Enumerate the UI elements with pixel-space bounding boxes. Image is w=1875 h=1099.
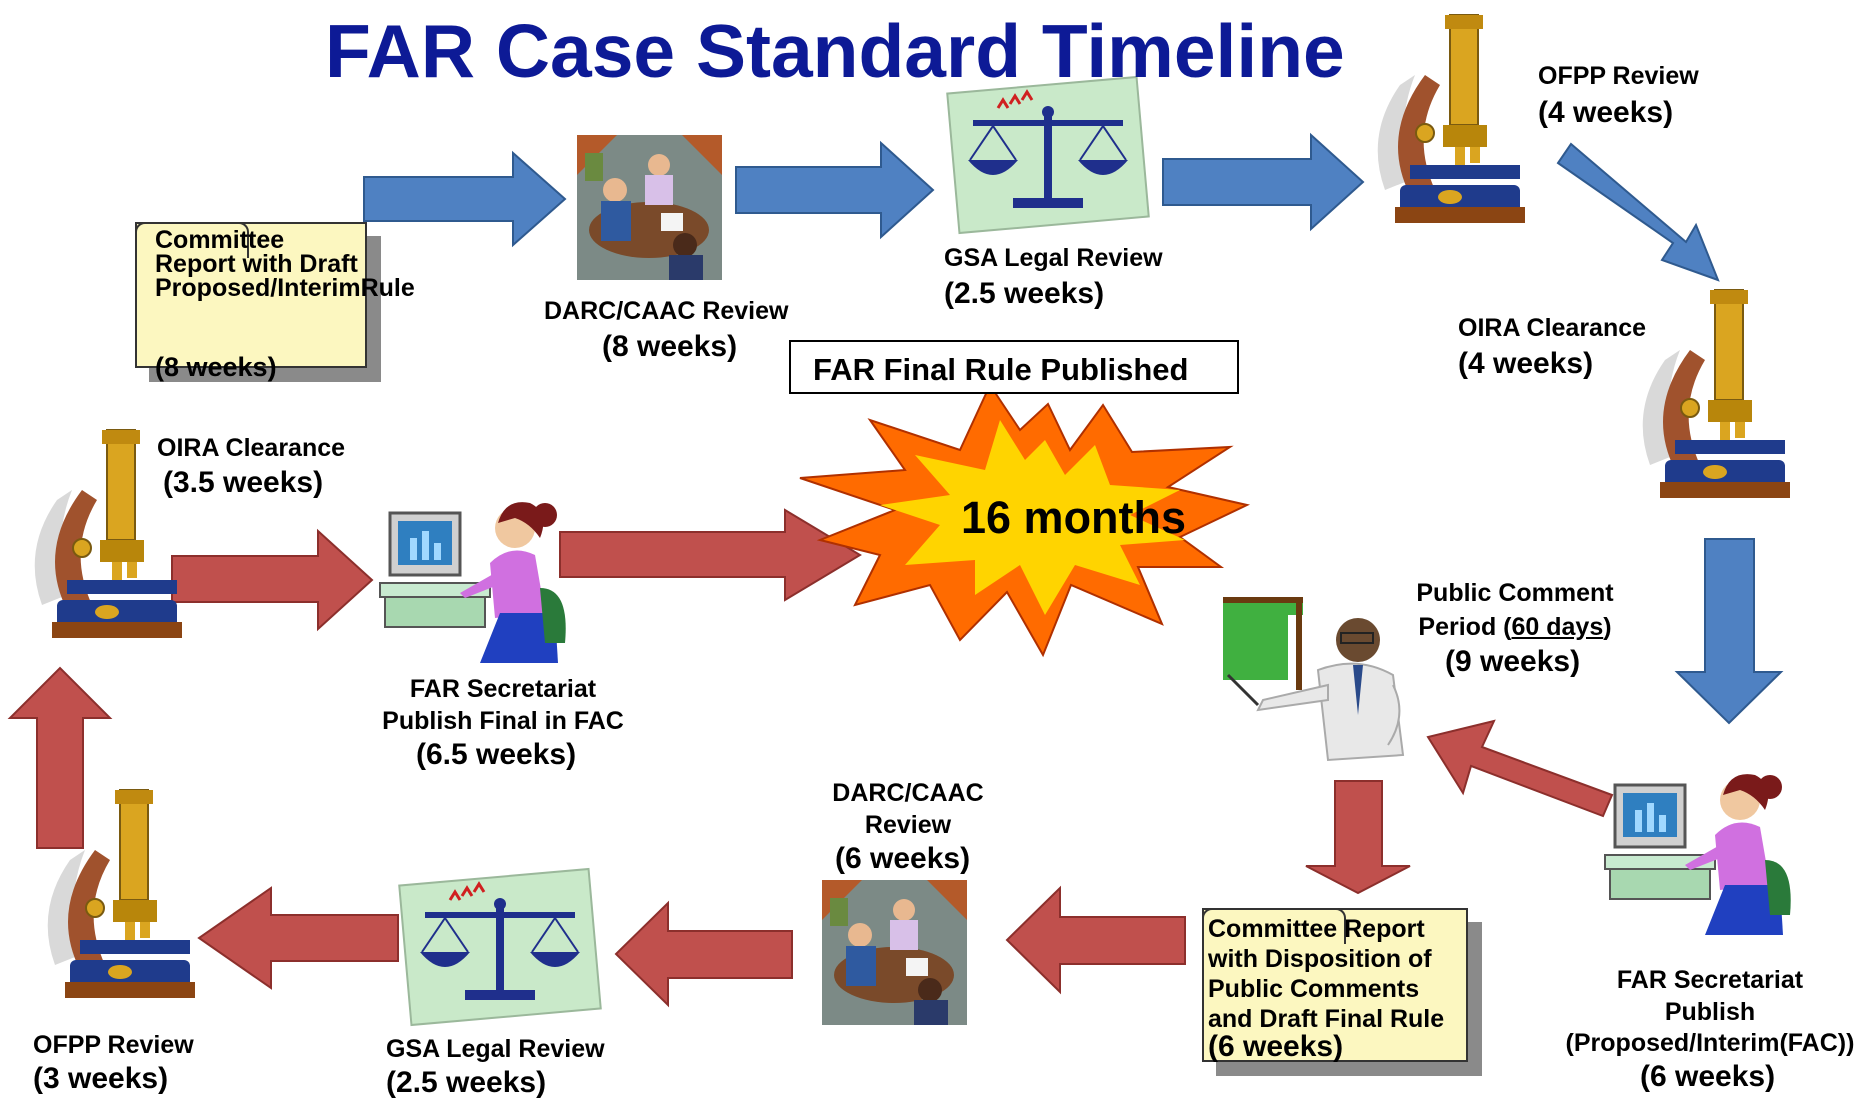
red-arrow-to-secretariat-left	[171, 528, 374, 632]
red-arrow-up-to-oira-left	[7, 666, 113, 849]
oira-left-duration: (3.5 weeks)	[163, 466, 324, 499]
period-text: Period (	[1418, 612, 1512, 641]
blue-arrow-2	[735, 140, 935, 240]
oira-right-label: OIRA Clearance	[1458, 314, 1647, 342]
secretariat-right-line-1: FAR Secretariat	[1616, 966, 1804, 994]
blue-arrow-1	[363, 150, 567, 248]
starburst-inner	[880, 420, 1185, 615]
red-arrow-to-public-comment	[1426, 719, 1614, 818]
secretariat-right-label: FAR Secretariat Publish (Proposed/Interi…	[1548, 966, 1872, 1058]
meeting-icon	[577, 135, 722, 280]
computer-user-icon	[378, 500, 568, 665]
microscope-icon	[1641, 289, 1791, 499]
darc-bottom-label: DARC/CAAC Review	[808, 779, 1008, 839]
note-duration: (8 weeks)	[155, 352, 277, 382]
secretariat-left-line-1: FAR Secretariat	[409, 675, 597, 703]
public-comment-label: Public Comment Period (60 days)	[1380, 579, 1650, 642]
red-arrow-down-from-public-comment	[1305, 780, 1411, 895]
ofpp-bottom-label: OFPP Review	[33, 1031, 194, 1059]
note-text: Committee Report with Disposition of Pub…	[1208, 915, 1445, 1033]
ofpp-top-label: OFPP Review	[1538, 62, 1699, 90]
oira-left-label: OIRA Clearance	[157, 434, 346, 462]
committee-report-note-bottom: Committee Report with Disposition of Pub…	[1202, 908, 1468, 1063]
gsa-top-duration: (2.5 weeks)	[944, 277, 1105, 310]
darc-top-label: DARC/CAAC Review	[544, 297, 789, 325]
scales-icon	[945, 75, 1151, 235]
microscope-icon	[1376, 14, 1526, 224]
computer-user-icon	[1603, 772, 1793, 937]
secretariat-right-line-3: (Proposed/Interim(FAC))	[1565, 1029, 1855, 1057]
scales-icon	[397, 867, 603, 1027]
committee-report-note-top: Committee Report with Draft Proposed/Int…	[135, 222, 415, 382]
red-arrow-to-ofpp-bottom	[197, 886, 399, 990]
blue-arrow-3	[1162, 132, 1365, 232]
presenter-icon	[1223, 600, 1403, 760]
ofpp-top-duration: (4 weeks)	[1538, 96, 1674, 129]
note-text: Committee Report with Draft Proposed/Int…	[155, 226, 415, 302]
total-duration-label: 16 months	[961, 492, 1187, 543]
oira-right-duration: (4 weeks)	[1458, 347, 1594, 380]
red-arrow-to-darc-bottom	[1005, 885, 1186, 995]
gsa-top-label: GSA Legal Review	[944, 244, 1163, 272]
public-comment-line-1: Public Comment	[1416, 579, 1614, 607]
darc-bottom-duration: (6 weeks)	[835, 842, 971, 875]
page-title: FAR Case Standard Timeline	[325, 9, 1345, 93]
gsa-bottom-duration: (2.5 weeks)	[386, 1066, 547, 1099]
blue-arrow-5-down	[1674, 538, 1784, 725]
secretariat-right-duration: (6 weeks)	[1640, 1060, 1776, 1093]
public-comment-duration: (9 weeks)	[1445, 645, 1581, 678]
darc-bottom-line-1: DARC/CAAC	[832, 779, 984, 807]
darc-bottom-line-2: Review	[864, 810, 952, 839]
period-close: )	[1603, 612, 1612, 641]
note-tab	[1202, 908, 1346, 944]
red-arrow-to-gsa-bottom	[614, 900, 793, 1008]
note-duration: (6 weeks)	[1208, 1030, 1344, 1063]
gsa-bottom-label: GSA Legal Review	[386, 1035, 605, 1063]
meeting-icon	[822, 880, 967, 1025]
blue-arrow-4-diagonal	[1556, 142, 1720, 282]
final-rule-box: FAR Final Rule Published	[789, 340, 1239, 394]
darc-top-duration: (8 weeks)	[602, 330, 738, 363]
secretariat-left-label: FAR Secretariat Publish Final in FAC	[360, 675, 646, 735]
ofpp-bottom-duration: (3 weeks)	[33, 1062, 169, 1095]
secretariat-right-line-2: Publish	[1664, 997, 1756, 1026]
public-comment-line-2: Period (60 days)	[1380, 612, 1650, 642]
secretariat-left-line-2: Publish Final in FAC	[382, 706, 624, 735]
red-arrow-to-final	[559, 508, 862, 602]
period-days: 60 days	[1511, 612, 1604, 641]
note-tab	[135, 222, 249, 258]
secretariat-left-duration: (6.5 weeks)	[416, 738, 577, 771]
